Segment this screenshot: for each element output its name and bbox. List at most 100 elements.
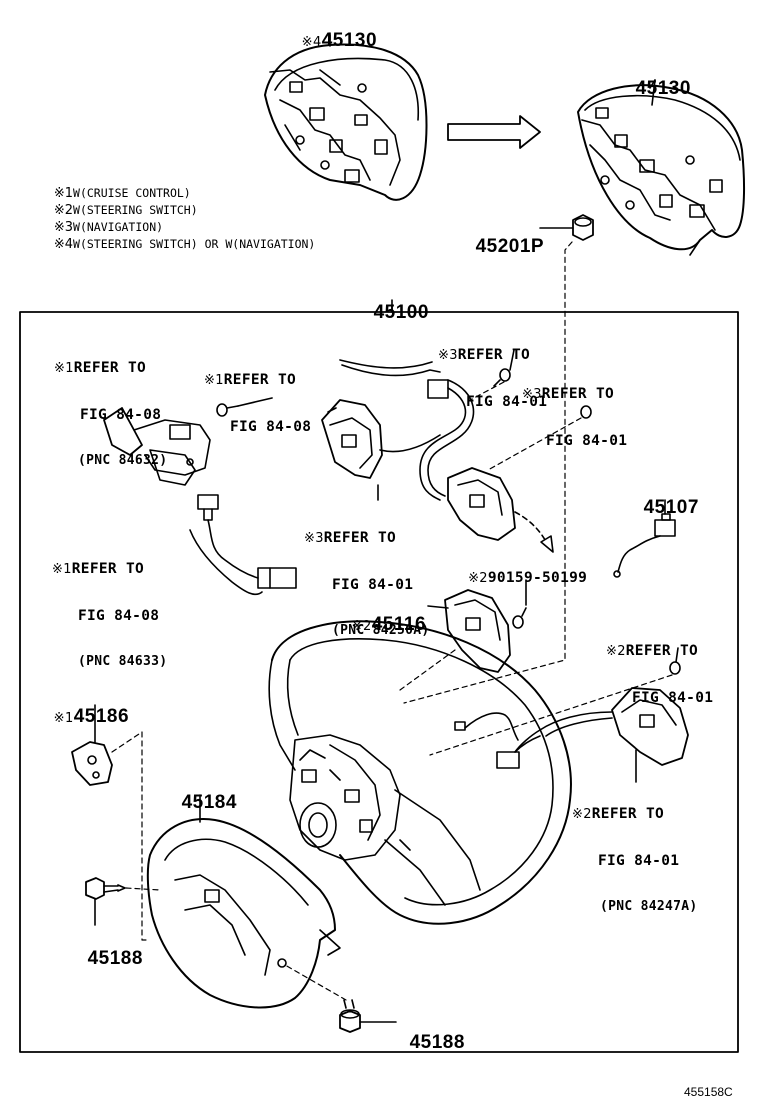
ref-r8-line1: REFER TO bbox=[591, 806, 665, 822]
label-45201p: 45201P bbox=[464, 218, 544, 256]
dashed-line-45188-bottom bbox=[284, 964, 347, 1001]
label-45184: 45184 bbox=[170, 774, 237, 812]
label-45100-number: 45100 bbox=[373, 302, 429, 323]
label-45188-left-number: 45188 bbox=[87, 948, 143, 969]
ref-r2-line1: REFER TO bbox=[223, 372, 297, 388]
screw-cruise-drawing bbox=[216, 403, 239, 417]
dashed-line-r3 bbox=[469, 381, 505, 401]
cover-45186-drawing bbox=[71, 741, 113, 786]
ref-r3-line2: FIG 84-01 bbox=[466, 393, 548, 410]
label-90159-number: 90159-50199 bbox=[487, 569, 588, 586]
ref-r6-mark: ※1 bbox=[52, 562, 72, 577]
ref-r5-pnc: (PNC 84250A) bbox=[332, 623, 430, 638]
dashed-line-45188-left bbox=[125, 887, 161, 891]
ref-r1-line2: FIG 84-08 bbox=[80, 406, 162, 423]
ref-r6-line2: FIG 84-08 bbox=[78, 607, 160, 624]
note-2: ※2W(STEERING SWITCH) bbox=[40, 192, 198, 217]
ref-r7-line2: FIG 84-01 bbox=[632, 689, 714, 706]
ref-r3: ※3REFER TO FIG 84-01 bbox=[438, 319, 547, 424]
ref-r3-mark: ※3 bbox=[438, 348, 458, 363]
screw-45188-left-drawing bbox=[85, 877, 126, 900]
ref-r1: ※1REFER TO FIG 84-08 (PNC 84632) bbox=[54, 332, 167, 482]
ref-r5: ※3REFER TO FIG 84-01 (PNC 84250A) bbox=[304, 502, 430, 652]
label-45130-top-mark: ※4 bbox=[301, 35, 322, 50]
leader-45116 bbox=[427, 605, 449, 609]
ref-r7-mark: ※2 bbox=[606, 644, 626, 659]
arrow-right-icon bbox=[447, 115, 541, 149]
label-45184-number: 45184 bbox=[181, 792, 237, 813]
ref-r8-pnc: (PNC 84247A) bbox=[600, 899, 698, 914]
screw-90159-drawing bbox=[512, 607, 527, 629]
note-1-text: W(CRUISE CONTROL) bbox=[73, 185, 191, 200]
note-2-mark: ※2 bbox=[53, 202, 74, 218]
cruise-switch-drawing bbox=[103, 407, 211, 486]
label-45188-bottom: 45188 bbox=[398, 1014, 465, 1052]
ref-r8-mark: ※2 bbox=[572, 807, 592, 822]
ref-r3-line1: REFER TO bbox=[457, 347, 531, 363]
ref-r2-mark: ※1 bbox=[204, 373, 224, 388]
label-45130-top-number: 45130 bbox=[321, 30, 378, 51]
nut-45201p-drawing bbox=[572, 214, 594, 241]
label-90159: ※290159-50199 bbox=[450, 556, 587, 585]
note-1-mark: ※1 bbox=[53, 185, 74, 201]
move-arrow-icon bbox=[514, 511, 554, 553]
dashed-line-hub bbox=[399, 649, 456, 691]
ref-r7-line1: REFER TO bbox=[625, 643, 699, 659]
nav-switch-right-drawing bbox=[447, 467, 516, 541]
assembly-frame bbox=[19, 299, 739, 1053]
ref-r5-mark: ※3 bbox=[304, 531, 324, 546]
screw-45188-bottom-drawing bbox=[339, 999, 361, 1033]
label-45130-top: ※445130 bbox=[290, 12, 377, 50]
ref-r1-line1: REFER TO bbox=[73, 360, 147, 376]
label-45186-mark: ※1 bbox=[53, 711, 74, 726]
ref-r7: ※2REFER TO FIG 84-01 bbox=[606, 615, 713, 720]
screw-r7-drawing bbox=[669, 661, 681, 675]
dashed-line-r4 bbox=[487, 417, 582, 471]
note-4-text: W(STEERING SWITCH) OR W(NAVIGATION) bbox=[73, 236, 316, 251]
harness-45107-drawing bbox=[613, 513, 676, 578]
label-45116-mark: ※2 bbox=[351, 619, 372, 634]
ref-r2: ※1REFER TO FIG 84-08 bbox=[204, 344, 311, 449]
label-45116: ※245116 bbox=[340, 596, 426, 634]
ref-r5-line1: REFER TO bbox=[323, 530, 397, 546]
label-45201p-number: 45201P bbox=[475, 236, 545, 257]
ref-r4-mark: ※3 bbox=[522, 387, 542, 402]
label-45186: ※145186 bbox=[42, 688, 129, 726]
diagram-id: 455158C bbox=[684, 1085, 733, 1099]
label-45107-number: 45107 bbox=[643, 497, 699, 518]
ref-r4: ※3REFER TO FIG 84-01 bbox=[522, 358, 627, 463]
note-3-mark: ※3 bbox=[53, 219, 74, 235]
label-45107: 45107 bbox=[632, 479, 699, 517]
label-45188-bottom-number: 45188 bbox=[409, 1032, 465, 1053]
note-4-mark: ※4 bbox=[53, 236, 74, 252]
cover-45184-drawing bbox=[146, 818, 341, 1009]
ref-r6-line1: REFER TO bbox=[71, 561, 145, 577]
ref-r5-line2: FIG 84-01 bbox=[332, 576, 414, 593]
note-1: ※1W(CRUISE CONTROL) bbox=[40, 175, 191, 200]
ref-r4-line1: REFER TO bbox=[541, 386, 615, 402]
screw-r4-drawing bbox=[580, 405, 592, 419]
note-4: ※4W(STEERING SWITCH) OR W(NAVIGATION) bbox=[40, 226, 316, 252]
label-45188-left: 45188 bbox=[76, 930, 143, 968]
airbag-pad-top-drawing bbox=[264, 34, 428, 201]
leader-r7 bbox=[675, 647, 679, 663]
ref-r8: ※2REFER TO FIG 84-01 (PNC 84247A) bbox=[572, 778, 698, 928]
leader-r2 bbox=[237, 397, 273, 407]
ref-r4-line2: FIG 84-01 bbox=[546, 432, 628, 449]
leader-r3 bbox=[509, 349, 515, 371]
label-90159-mark: ※2 bbox=[468, 570, 488, 586]
ref-r2-line2: FIG 84-08 bbox=[230, 418, 312, 435]
label-45100: 45100 bbox=[362, 284, 429, 322]
dashed-line-r7 bbox=[429, 674, 673, 756]
ref-r1-pnc: (PNC 84632) bbox=[78, 453, 168, 468]
leader-45130-right bbox=[651, 79, 656, 106]
note-3: ※3W(NAVIGATION) bbox=[40, 209, 163, 234]
screw-r3-drawing bbox=[493, 368, 511, 387]
switch-right-lower-drawing bbox=[454, 687, 689, 769]
airbag-pad-right-drawing bbox=[577, 79, 746, 256]
harness-left-drawing bbox=[189, 494, 297, 596]
ref-r1-mark: ※1 bbox=[54, 361, 74, 376]
note-2-text: W(STEERING SWITCH) bbox=[73, 202, 198, 217]
note-3-text: W(NAVIGATION) bbox=[73, 219, 164, 234]
